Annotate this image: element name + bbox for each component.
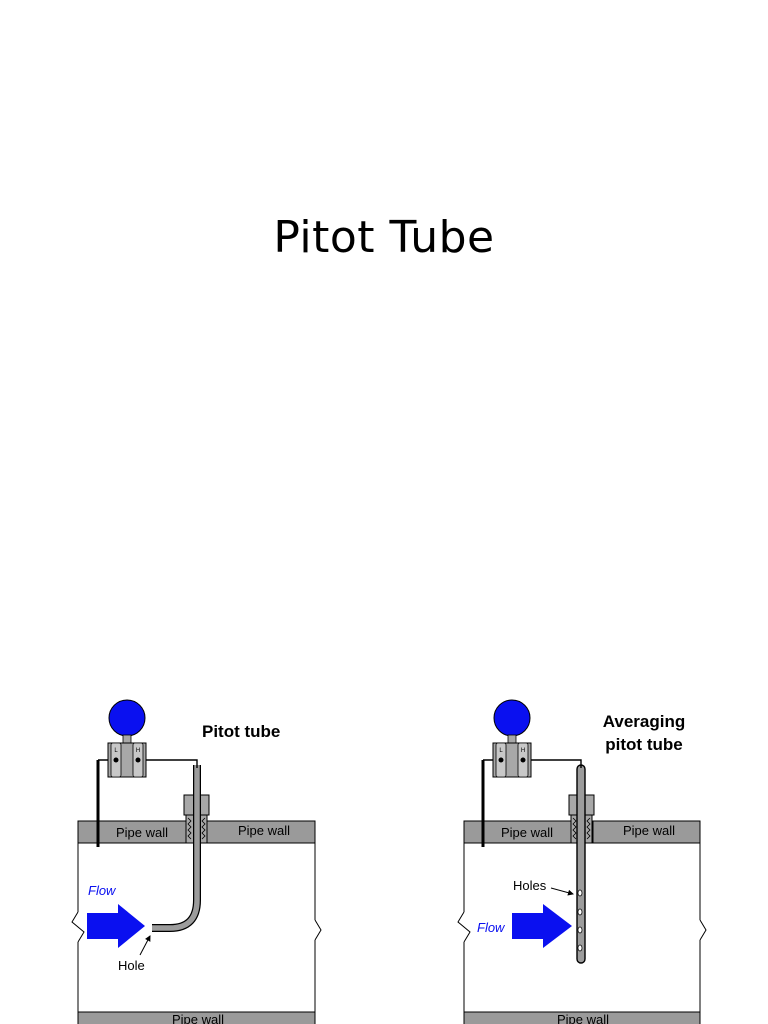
- dp-transmitter: L H: [107, 699, 147, 778]
- flow-label: Flow: [88, 883, 117, 898]
- tube-holes: [577, 889, 583, 952]
- transmitter-head: [108, 699, 146, 737]
- diagram-title-line2: pitot tube: [605, 735, 682, 754]
- pitot-tube-diagram: Pipe wall Pipe wall Pipe wall: [71, 699, 322, 1024]
- port-low-label: L: [499, 748, 503, 754]
- pipe-body: [457, 843, 707, 1012]
- flow-arrow: [512, 904, 572, 948]
- port-high-label: H: [136, 748, 140, 754]
- transmitter-head: [493, 699, 531, 737]
- pipe-wall-label: Pipe wall: [238, 823, 290, 838]
- pipe-wall-label: Pipe wall: [557, 1012, 609, 1024]
- pipe-wall-label: Pipe wall: [116, 825, 168, 840]
- pipe-wall-bottom: [77, 1011, 316, 1024]
- pipe-wall-top-right: [592, 820, 701, 844]
- pipe-wall-bottom: [463, 1011, 701, 1024]
- pipe-wall-label: Pipe wall: [501, 825, 553, 840]
- holes-label: Holes: [513, 878, 547, 893]
- pitot-tube: [152, 765, 201, 932]
- pipe-wall-label: Pipe wall: [172, 1012, 224, 1024]
- averaging-pitot-tube-diagram: Pipe wall Pipe wall Pipe wall: [457, 699, 707, 1024]
- pipe-wall-label: Pipe wall: [623, 823, 675, 838]
- flow-label: Flow: [477, 920, 506, 935]
- port-high-label: H: [521, 748, 525, 754]
- port-low-label: L: [114, 748, 118, 754]
- dp-transmitter: L H: [492, 699, 532, 778]
- pipe-body: [71, 843, 322, 1012]
- slide-title: Pitot Tube: [273, 212, 495, 263]
- holes-pointer: [550, 887, 574, 896]
- flow-arrow: [87, 904, 145, 948]
- hole-pointer: [139, 935, 151, 956]
- diagram-title: Pitot tube: [202, 722, 280, 741]
- hole-label: Hole: [118, 958, 145, 973]
- averaging-pitot-tube: [576, 764, 586, 964]
- diagram-title-line1: Averaging: [603, 712, 686, 731]
